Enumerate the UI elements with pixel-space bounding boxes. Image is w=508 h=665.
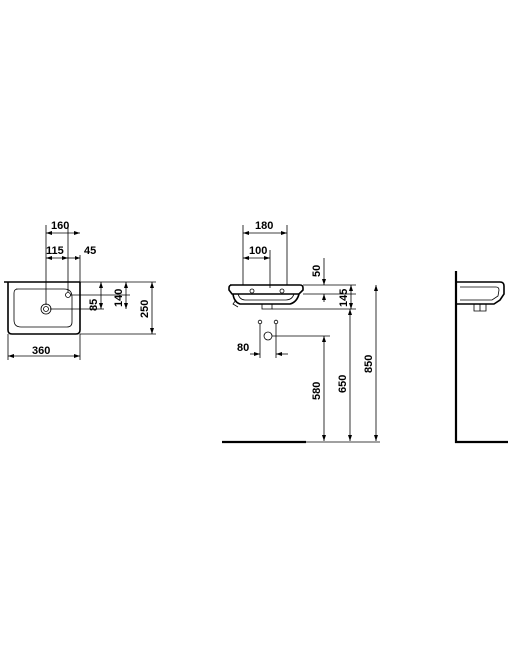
arrow — [276, 352, 282, 356]
arrow — [46, 256, 52, 260]
front-label-580: 580 — [311, 382, 323, 400]
plan-label-250: 250 — [139, 300, 151, 318]
front-label-100: 100 — [249, 245, 267, 257]
front-view: 180 100 50 145 80 — [222, 220, 380, 444]
front-label-180: 180 — [255, 220, 273, 232]
side-basin-outline — [456, 281, 505, 305]
arrow — [348, 435, 352, 441]
front-label-650: 650 — [337, 375, 349, 393]
front-waste — [261, 304, 273, 310]
plan-label-85: 85 — [88, 299, 100, 311]
front-tap-hole — [249, 288, 255, 294]
arrow — [243, 256, 249, 260]
plan-tap-hole — [65, 292, 71, 298]
arrow — [124, 282, 128, 288]
front-label-145: 145 — [338, 289, 350, 307]
plan-waste-inner — [43, 306, 49, 312]
plan-label-160: 160 — [51, 220, 69, 232]
arrow — [349, 285, 353, 291]
plan-label-140: 140 — [113, 289, 125, 307]
front-basin-rim — [228, 284, 304, 295]
plan-view: 160 115 45 85 140 250 360 — [4, 220, 156, 360]
front-label-850: 850 — [363, 355, 375, 373]
front-outlet — [263, 331, 273, 341]
front-waste-marker — [273, 319, 279, 325]
arrow — [322, 279, 326, 285]
front-tap-hole — [279, 288, 285, 294]
plan-label-360: 360 — [32, 345, 50, 357]
plan-waste-outer — [40, 303, 52, 315]
arrow — [150, 328, 154, 334]
front-pipe — [232, 299, 239, 308]
plan-label-115: 115 — [46, 245, 64, 257]
arrow — [264, 256, 270, 260]
arrow — [74, 231, 80, 235]
arrow — [374, 285, 378, 291]
arrow — [322, 336, 326, 342]
arrow — [349, 303, 353, 309]
plan-label-45: 45 — [84, 245, 96, 257]
front-waste-marker — [257, 319, 263, 325]
arrow — [46, 231, 52, 235]
arrow — [62, 256, 68, 260]
arrow — [348, 309, 352, 315]
front-basin-body — [232, 293, 300, 305]
arrow — [75, 256, 80, 260]
front-label-50: 50 — [311, 265, 323, 277]
plan-bowl-outline — [13, 288, 73, 328]
arrow — [74, 354, 80, 358]
front-label-80: 80 — [237, 342, 249, 354]
arrow — [99, 303, 103, 309]
arrow — [99, 282, 103, 288]
plan-basin-outline — [7, 282, 81, 335]
arrow — [8, 354, 14, 358]
side-basin-inner — [460, 286, 500, 301]
arrow — [281, 231, 287, 235]
arrow — [322, 435, 326, 441]
arrow — [254, 352, 260, 356]
arrow — [322, 294, 326, 300]
arrow — [374, 435, 378, 441]
arrow — [150, 282, 154, 288]
arrow — [243, 231, 249, 235]
side-view — [454, 271, 508, 444]
arrow — [124, 303, 128, 309]
front-basin-inner — [237, 293, 295, 301]
